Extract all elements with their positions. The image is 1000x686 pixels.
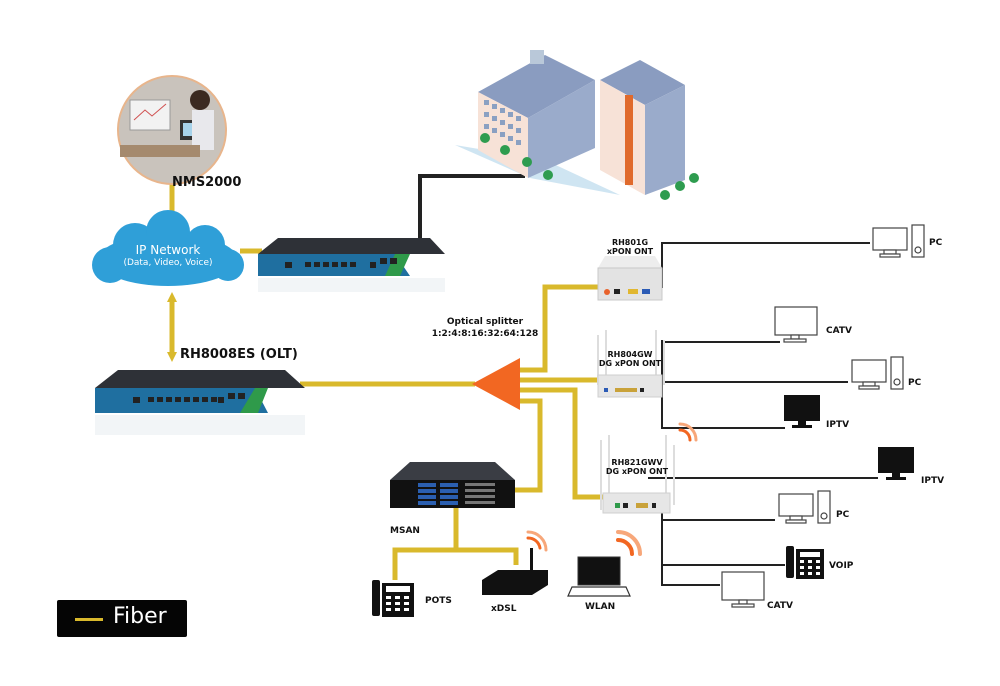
phone-icon: [786, 546, 824, 579]
fiber-splitter-ont3: [520, 387, 605, 500]
pc-icon: [778, 490, 831, 524]
endpoint-label: xDSL: [491, 604, 517, 614]
ont1-device: [597, 256, 663, 301]
legend-label: Fiber: [113, 604, 167, 629]
ont3-device: [600, 435, 675, 514]
splitter-label-line2: 1:2:4:8:16:32:64:128: [431, 329, 539, 339]
endpoint-label: WLAN: [585, 602, 616, 612]
endpoint-label: IPTV: [921, 476, 945, 486]
olt-label: RH8008ES (OLT): [180, 347, 298, 362]
fiber-legend-swatch: [75, 618, 103, 621]
wifi-icon: [616, 530, 642, 556]
endpoint-label: CATV: [767, 601, 793, 611]
link-ont1-pc: [661, 242, 870, 288]
wifi-icon: [678, 422, 698, 442]
fiber-splitter-msan: [515, 398, 543, 493]
ont1-label-type: xPON ONT: [606, 247, 654, 256]
pc-icon: [851, 356, 904, 390]
msan-device: [390, 462, 515, 508]
cloud-subtitle: (Data, Video, Voice): [123, 258, 213, 268]
olt-device: [95, 370, 305, 435]
cloud-title: IP Network: [135, 243, 201, 257]
core-switch: [258, 238, 445, 292]
endpoint-label: PC: [836, 510, 850, 520]
legend: Fiber: [57, 600, 187, 637]
endpoint-label: POTS: [425, 596, 452, 606]
fiber-links: [169, 182, 605, 580]
wifi-icon: [526, 530, 548, 552]
link-ont2-iptv: [661, 340, 785, 429]
endpoint-label: IPTV: [826, 420, 850, 430]
endpoint-label: CATV: [826, 326, 852, 336]
iptv-icon: [878, 447, 914, 480]
laptop-icon: [567, 556, 631, 597]
ont2-device: [597, 330, 665, 398]
ont3-label-type: DG xPON ONT: [605, 467, 669, 476]
building-illustration: [455, 50, 699, 200]
optical-splitter-icon: [472, 358, 520, 410]
fiber-splitter-ont1: [520, 284, 600, 373]
endpoint-label: VOIP: [829, 561, 854, 571]
iptv-icon: [784, 395, 820, 428]
endpoint-label: PC: [908, 378, 922, 388]
nms-photo: [117, 75, 227, 185]
tv-icon: [721, 571, 765, 608]
nms-label: NMS2000: [172, 175, 242, 190]
arrow-down-icon: [167, 352, 177, 362]
link-ont3-catv: [661, 505, 720, 586]
pc-icon: [872, 224, 925, 258]
msan-label: MSAN: [390, 526, 420, 536]
fiber-msan-pots: [392, 547, 519, 580]
splitter-label-line1: Optical splitter: [446, 317, 524, 327]
link-switch-building: [418, 174, 525, 238]
endpoint-label: PC: [929, 238, 943, 248]
arrow-up-icon: [167, 292, 177, 302]
phone-icon: [372, 580, 414, 617]
ont3-label-model: RH821GWV: [611, 458, 663, 467]
ont2-label-type: DG xPON ONT: [598, 359, 662, 368]
tv-icon: [774, 306, 818, 343]
xdsl-router-icon: [482, 548, 548, 595]
ont2-label-model: RH804GW: [607, 350, 653, 359]
ont1-label-model: RH801G: [611, 238, 649, 247]
ip-network-cloud: [92, 210, 244, 286]
